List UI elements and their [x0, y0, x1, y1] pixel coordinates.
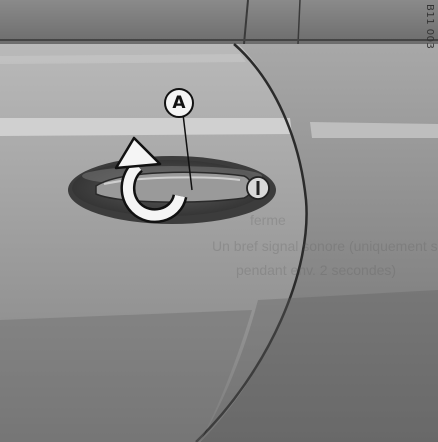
- figure-reference-code: B11 003: [424, 4, 435, 49]
- bleed-through-line-1: ferme: [250, 212, 286, 228]
- callout-label-a: A: [164, 88, 194, 118]
- bleed-through-line-2: Un bref signal sonore (uniquement si l'o…: [212, 238, 438, 254]
- lock-cylinder-icon: [247, 177, 269, 199]
- window-area: [0, 0, 438, 44]
- bleed-through-line-3: pendant env. 2 secondes): [236, 262, 396, 278]
